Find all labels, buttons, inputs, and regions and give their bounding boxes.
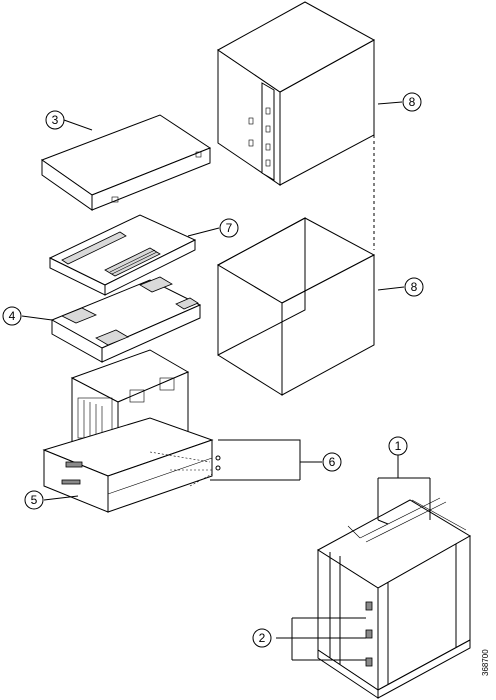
accessory-tray <box>48 214 197 296</box>
outer-box-bottom-sleeve <box>216 217 376 396</box>
callout-7-label: 7 <box>226 221 233 235</box>
callout-8-lower-label: 8 <box>411 280 418 294</box>
callout-5-label: 5 <box>31 493 38 507</box>
pallet <box>42 417 214 513</box>
callout-6: 6 <box>322 452 342 472</box>
outer-box-top-sleeve <box>217 1 376 250</box>
callout-3-label: 3 <box>52 113 59 127</box>
callout-2-label: 2 <box>259 631 266 645</box>
callout-8-upper: 8 <box>402 92 422 112</box>
leader-lines <box>21 101 431 661</box>
callout-5: 5 <box>24 490 44 510</box>
callout-1: 1 <box>388 436 408 456</box>
callout-1-label: 1 <box>395 439 402 453</box>
callout-7: 7 <box>219 218 239 238</box>
callout-4-label: 4 <box>9 309 16 323</box>
foam-top-cushion <box>50 276 202 363</box>
figure-id: 368700 <box>481 649 490 676</box>
top-cap <box>40 114 212 211</box>
screws <box>149 451 221 487</box>
callout-4: 4 <box>2 306 22 326</box>
callout-8-lower: 8 <box>404 277 424 297</box>
callout-8-upper-label: 8 <box>409 95 416 109</box>
assembled-crate <box>317 497 471 699</box>
callout-6-label: 6 <box>329 455 336 469</box>
callout-3: 3 <box>45 110 65 130</box>
callout-2: 2 <box>252 628 272 648</box>
